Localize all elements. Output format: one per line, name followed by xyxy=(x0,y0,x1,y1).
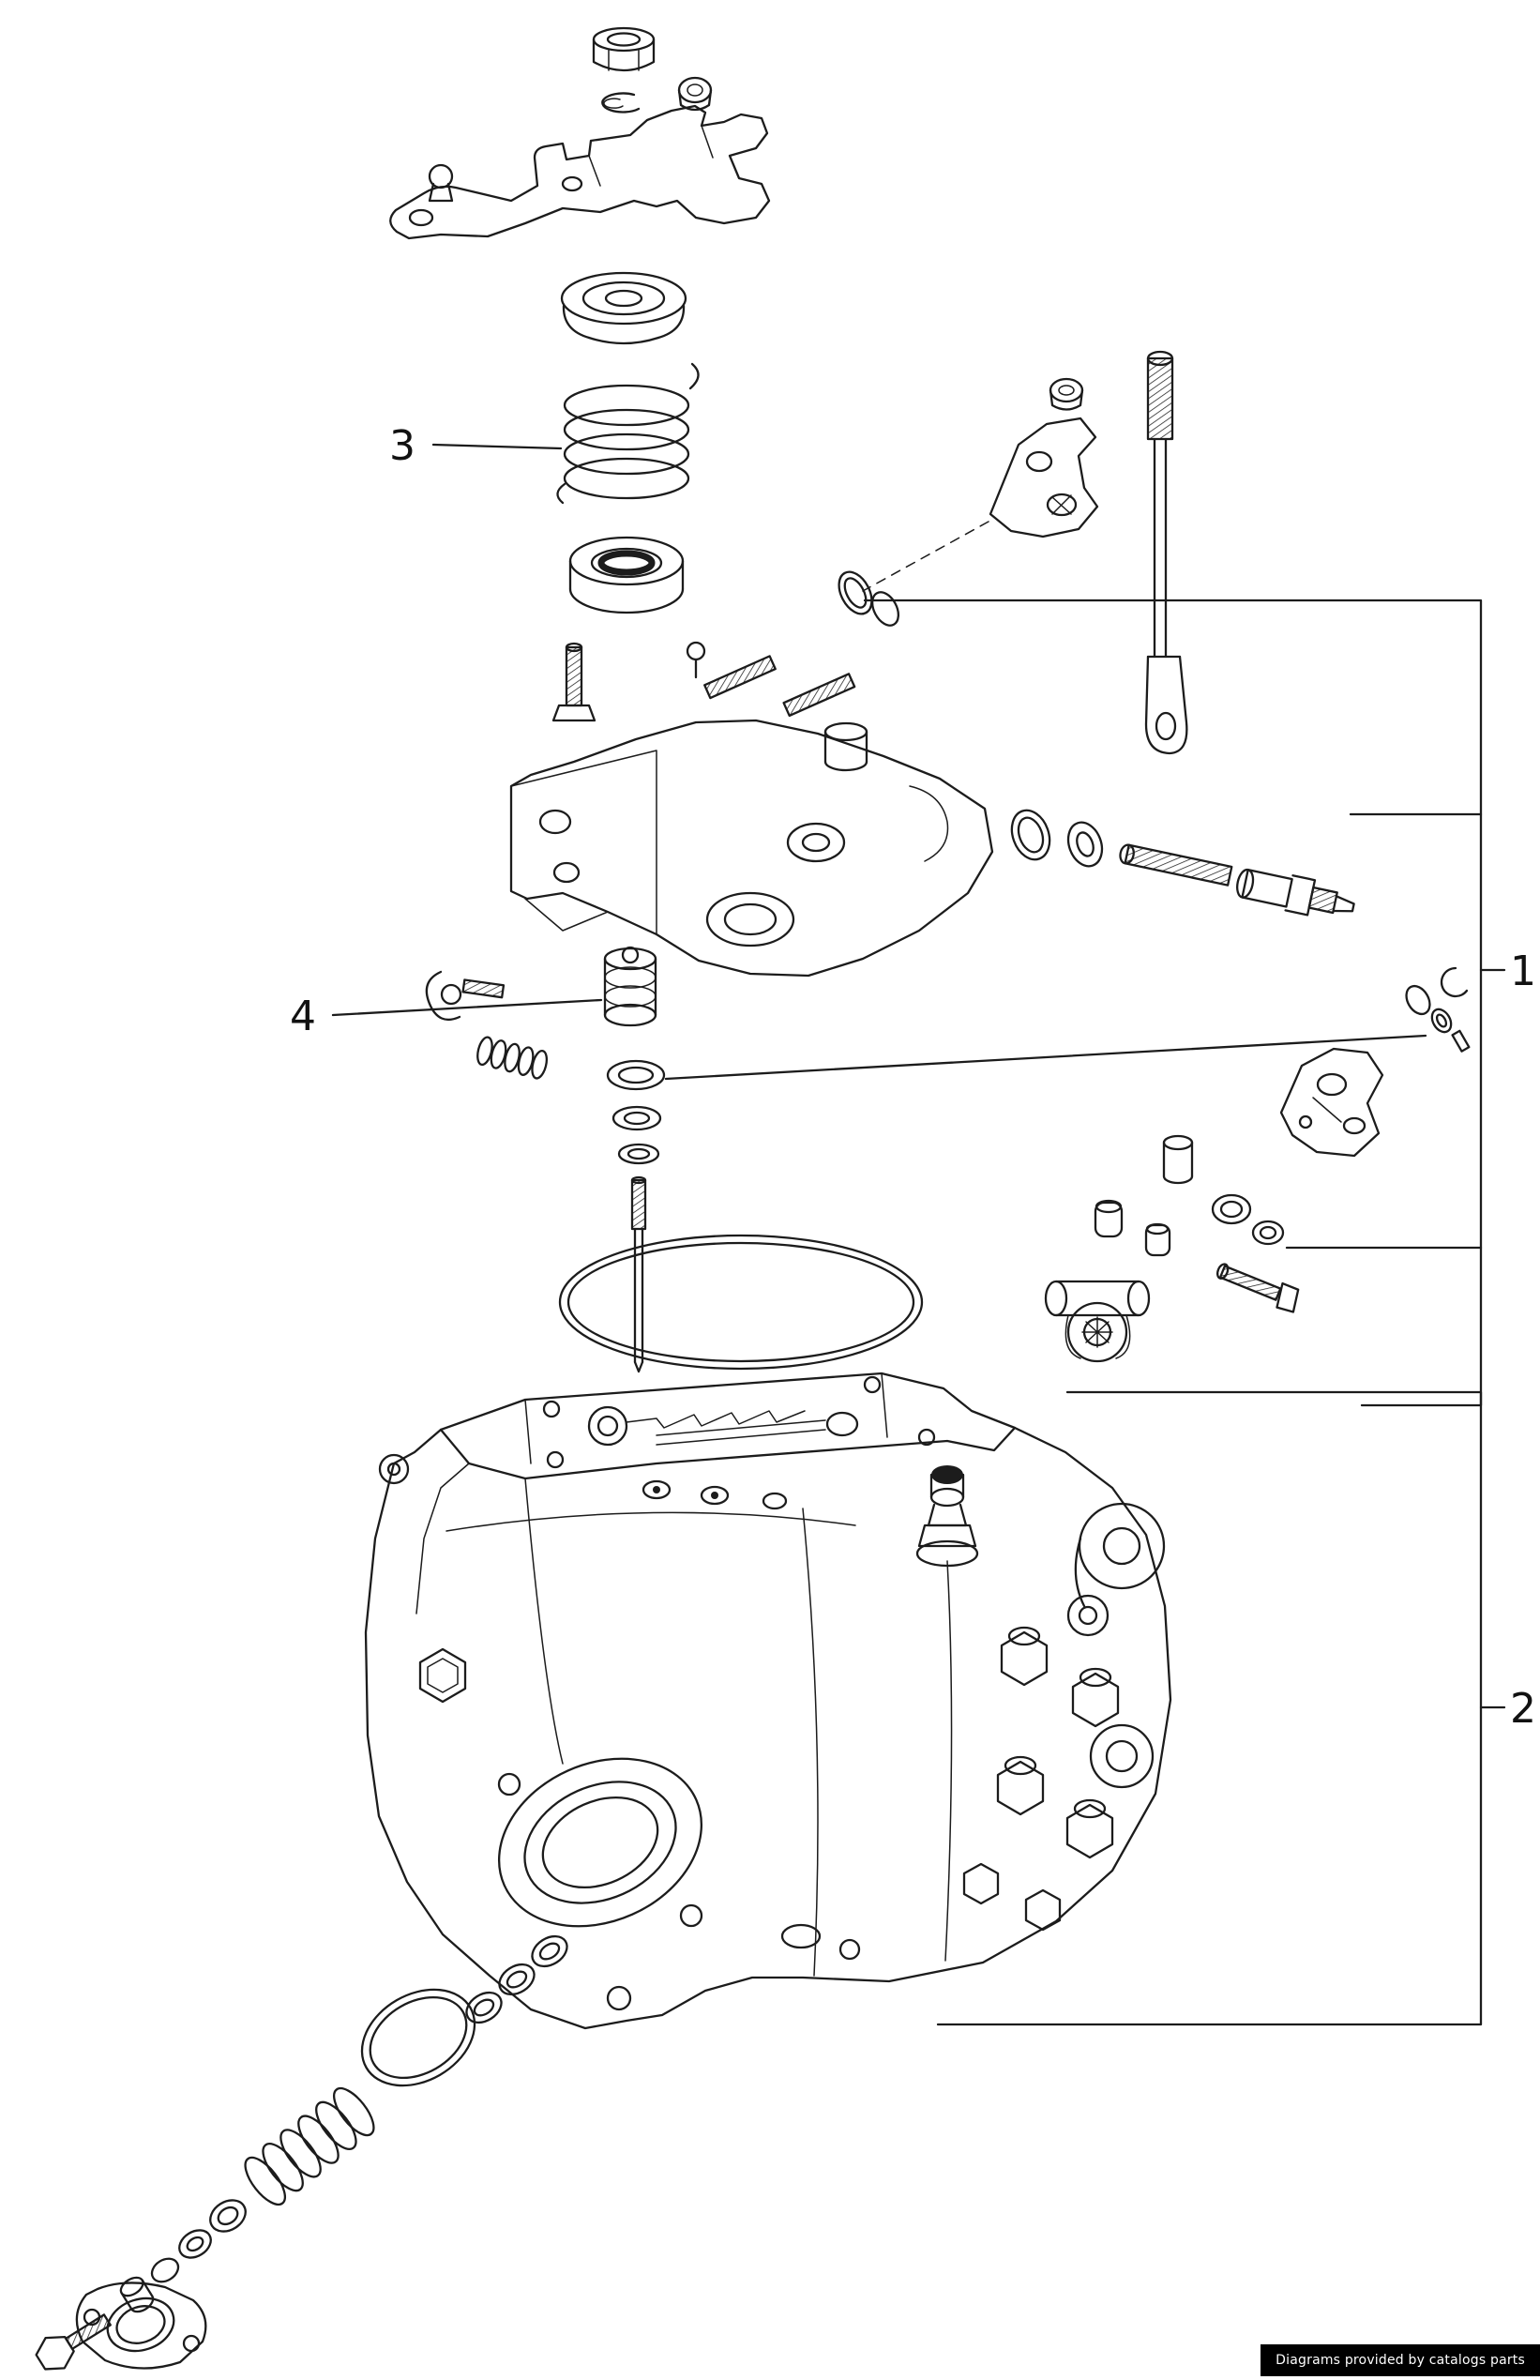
o-ring-pair xyxy=(838,570,900,627)
governor-lever-plate xyxy=(1279,1047,1384,1158)
overflow-valve-parts xyxy=(425,946,666,1373)
stud-bolt xyxy=(551,642,596,722)
leader-4 xyxy=(331,998,603,1017)
clamp-bolt xyxy=(35,2313,112,2371)
pump-head-cover xyxy=(509,641,994,978)
callout-2: 2 xyxy=(1510,1685,1536,1733)
washer-stack xyxy=(606,1059,666,1165)
threaded-rod xyxy=(630,1175,647,1373)
c-clip-washer xyxy=(601,92,641,114)
piston-plunger xyxy=(603,946,657,1027)
pin-and-washers xyxy=(1094,1134,1285,1257)
large-gasket-ring xyxy=(360,1988,476,2087)
pulley-disc xyxy=(560,271,687,345)
callout-3: 3 xyxy=(389,422,415,470)
throttle-lever-assembly xyxy=(389,26,771,240)
ball-pin xyxy=(428,163,454,203)
delivery-valve-row xyxy=(1010,809,1355,917)
hex-recess xyxy=(418,1647,467,1704)
lever-plate xyxy=(389,104,771,240)
callout-4: 4 xyxy=(290,993,316,1040)
threaded-shaft xyxy=(1119,843,1233,887)
small-spring xyxy=(476,1036,549,1080)
attribution-badge: Diagrams provided by catalogs parts xyxy=(1261,2344,1540,2376)
coil-spring xyxy=(556,362,700,505)
leader-3 xyxy=(431,443,563,450)
seal-spring-chain xyxy=(35,1934,568,2371)
governor-internals xyxy=(587,1405,859,1447)
large-o-ring xyxy=(558,1234,924,1371)
bracket-2 xyxy=(936,1390,1483,2026)
mounting-flange xyxy=(497,1757,703,1928)
small-screw xyxy=(461,978,506,999)
attribution-text: Diagrams provided by catalogs parts xyxy=(1276,2353,1525,2368)
stud-bolt xyxy=(703,655,777,700)
pivot-bracket xyxy=(1044,1280,1151,1363)
hex-nut xyxy=(592,26,656,72)
stud-bolt xyxy=(782,673,856,718)
outlet-fittings xyxy=(962,1626,1155,1932)
pump-body xyxy=(364,1372,1172,2030)
control-rod-assembly xyxy=(1144,350,1188,755)
dashed-leader-line xyxy=(862,521,989,592)
governor-cap xyxy=(915,1465,979,1568)
callout-1: 1 xyxy=(1510,947,1536,995)
seal-carrier xyxy=(568,536,685,614)
pivot-arm xyxy=(1066,1502,1166,1637)
fixing-screw xyxy=(1215,1263,1300,1313)
pressure-spring xyxy=(244,2086,375,2206)
leader-long xyxy=(664,1034,1427,1081)
small-hex-bolt xyxy=(677,76,713,112)
callout-leaders xyxy=(331,443,1506,2026)
valve-body xyxy=(1236,868,1355,917)
support-bracket xyxy=(989,377,1099,538)
small-clip-set xyxy=(1405,966,1471,1053)
end-cap xyxy=(119,2276,155,2313)
bracket-1 xyxy=(863,599,1483,1407)
